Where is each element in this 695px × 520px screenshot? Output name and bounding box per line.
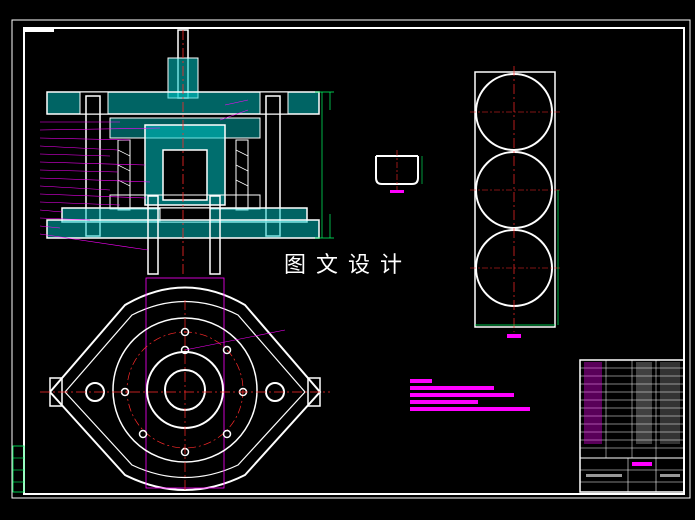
corner-tab (24, 28, 54, 32)
watermark-text: 图文设计 (284, 253, 413, 278)
side-revision-block (12, 445, 25, 493)
outer-frame (11, 19, 691, 499)
plan-view (40, 277, 330, 492)
technical-notes (410, 379, 530, 411)
inner-frame (23, 27, 685, 495)
section-view (39, 29, 334, 275)
strip-layout-view (470, 66, 560, 338)
part-detail-view (375, 150, 423, 193)
title-block (579, 359, 685, 493)
